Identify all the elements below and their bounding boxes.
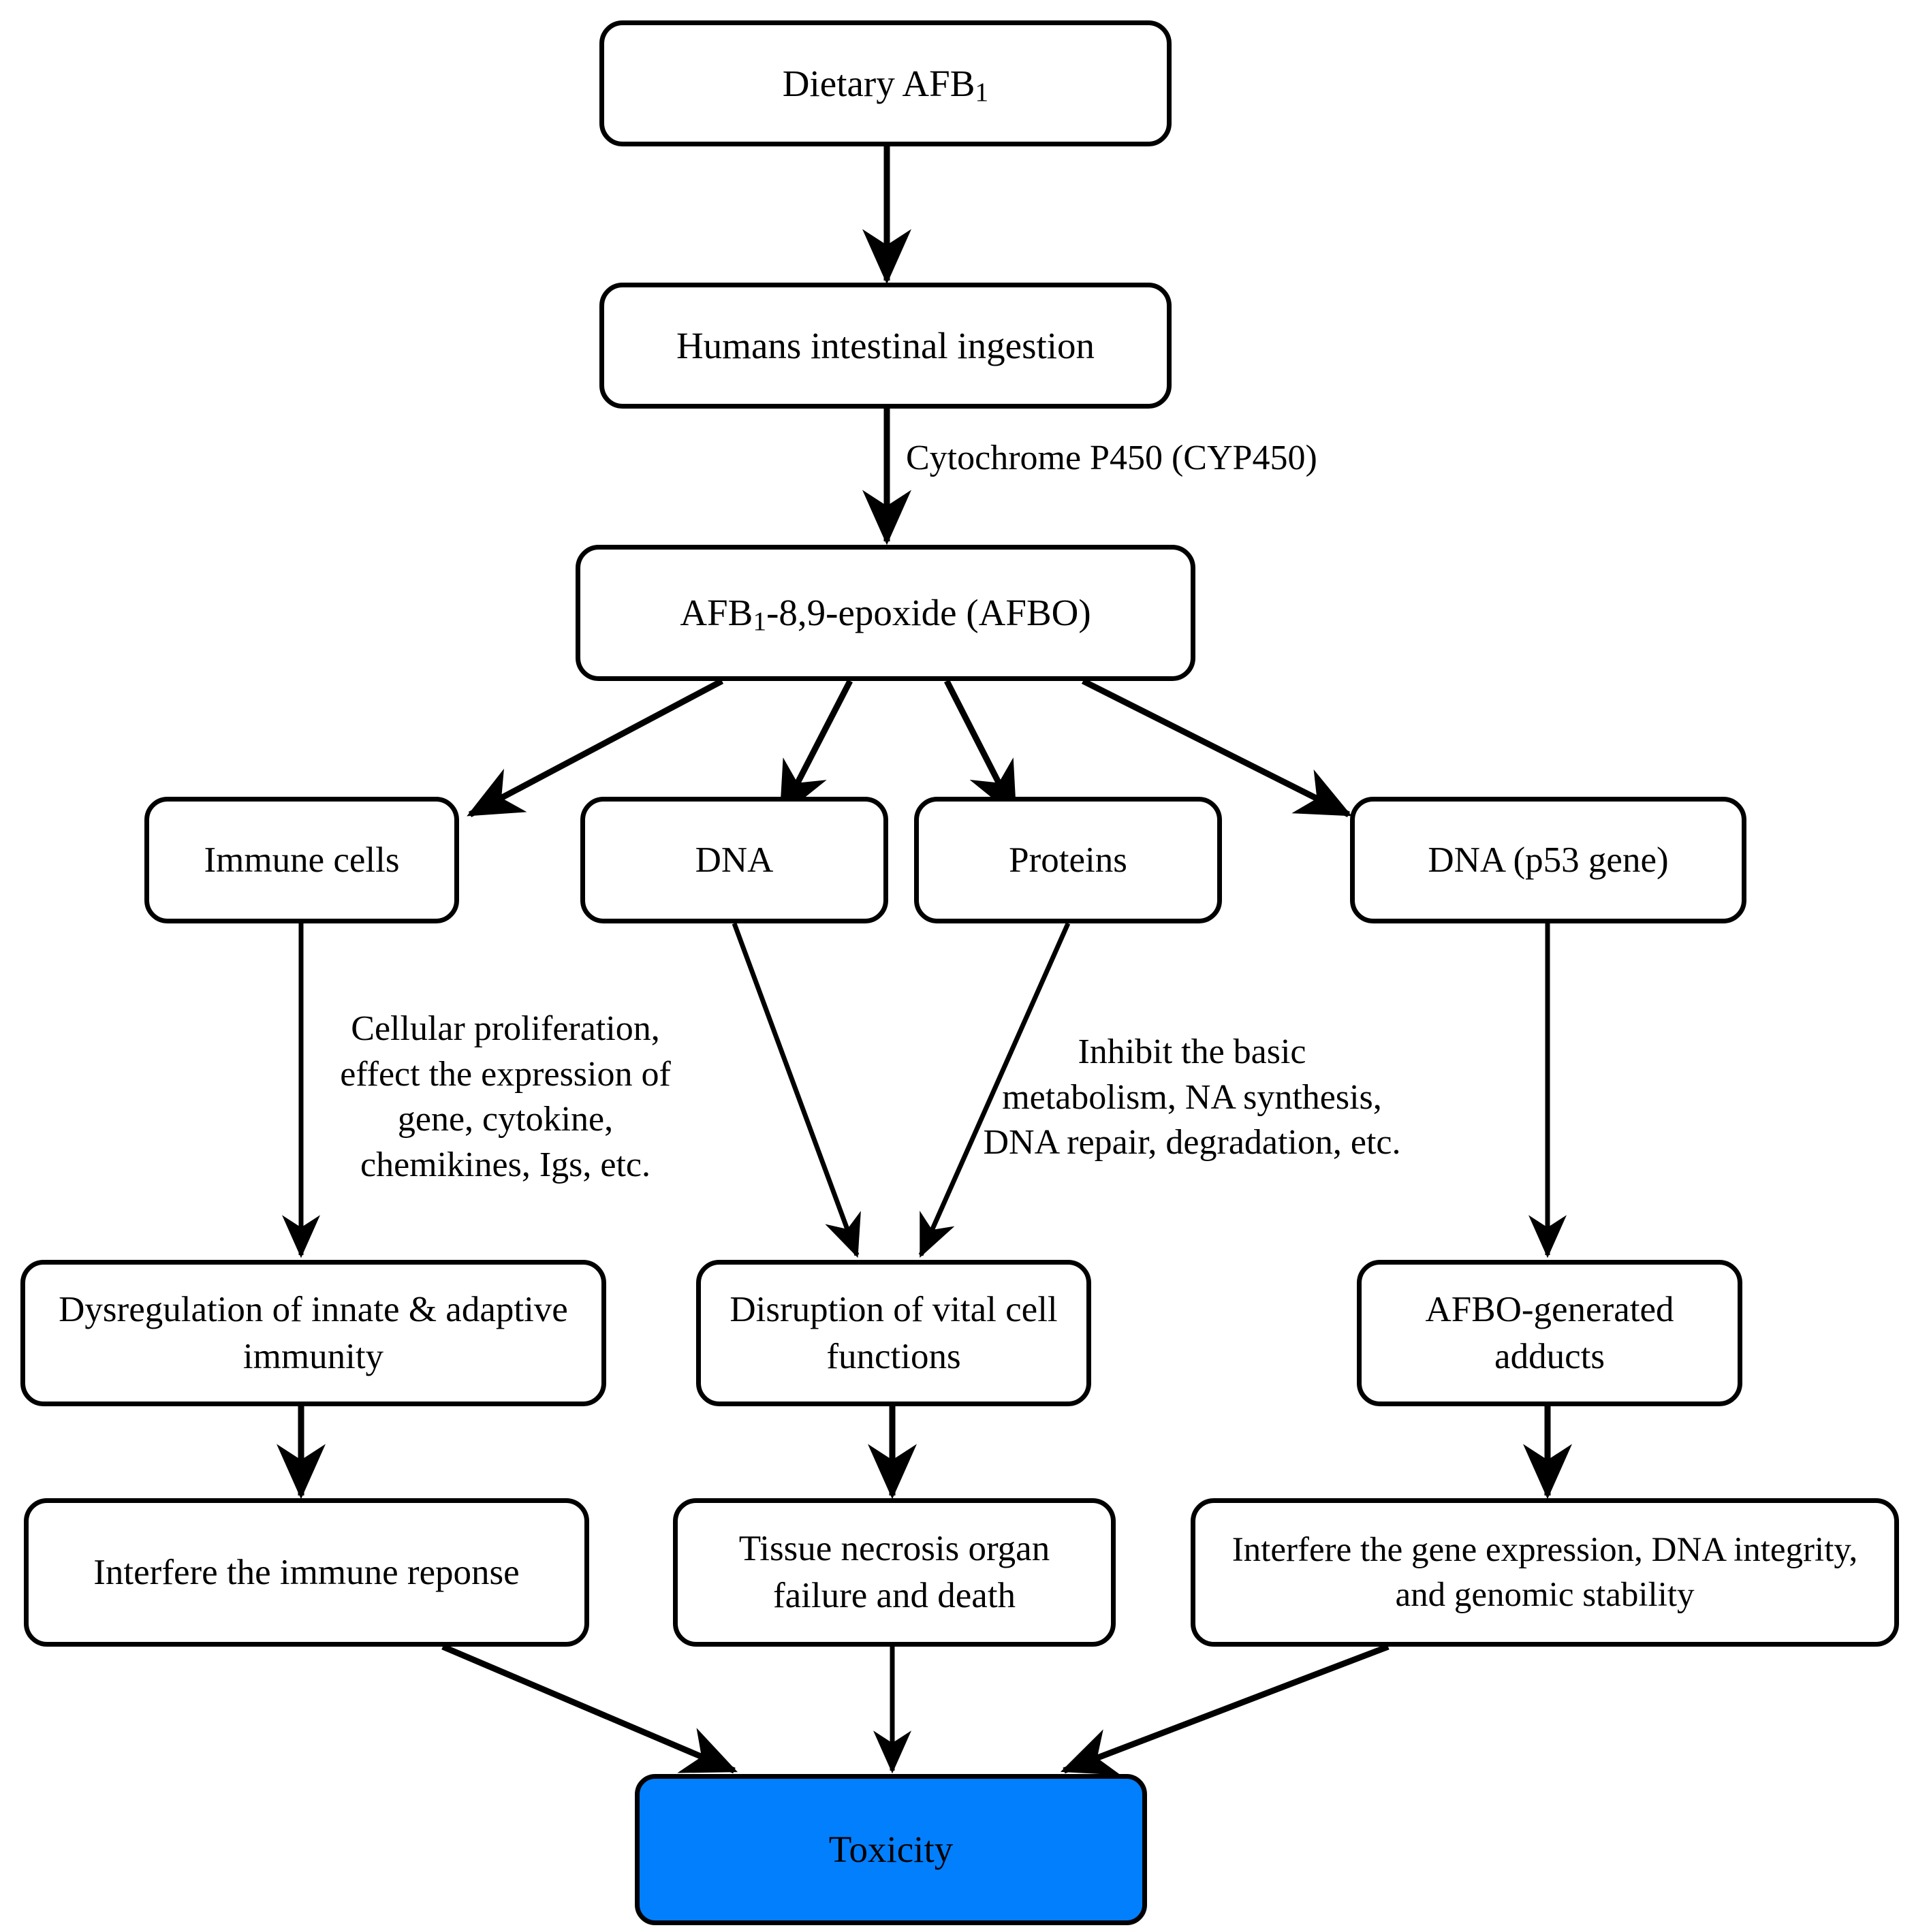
- node-immune-cells[interactable]: Immune cells: [144, 797, 459, 923]
- edge-afbo-to-dnap53: [1081, 678, 1352, 818]
- node-humans-intestinal-ingestion[interactable]: Humans intestinal ingestion: [599, 283, 1172, 409]
- node-immune-cells-label: Immune cells: [204, 840, 400, 880]
- node-disruption-cell-functions-label: Disruption of vital cell functions: [729, 1289, 1058, 1376]
- node-afbo-generated-adducts-label: AFBO-generated adducts: [1425, 1289, 1674, 1376]
- edge-interfere-immune-to-toxicity: [441, 1643, 738, 1774]
- node-tissue-necrosis-label: Tissue necrosis organ failure and death: [738, 1529, 1050, 1615]
- node-dna-p53-gene-label: DNA (p53 gene): [1428, 840, 1669, 880]
- node-afbo-generated-adducts[interactable]: AFBO-generated adducts: [1357, 1260, 1742, 1406]
- node-dna[interactable]: DNA: [580, 797, 888, 923]
- node-dna-p53-gene[interactable]: DNA (p53 gene): [1350, 797, 1746, 923]
- node-dna-label: DNA: [695, 840, 774, 880]
- node-proteins-label: Proteins: [1009, 840, 1127, 880]
- edge-dna-to-disruption: [732, 922, 861, 1258]
- node-disruption-cell-functions[interactable]: Disruption of vital cell functions: [696, 1260, 1091, 1406]
- node-toxicity-label: Toxicity: [828, 1828, 954, 1871]
- node-tissue-necrosis[interactable]: Tissue necrosis organ failure and death: [673, 1498, 1116, 1647]
- node-dysregulation-immunity[interactable]: Dysregulation of innate & adaptive immun…: [20, 1260, 606, 1406]
- node-interfere-immune-response[interactable]: Interfere the immune reponse: [24, 1498, 589, 1647]
- node-toxicity[interactable]: Toxicity: [635, 1774, 1147, 1925]
- node-afbo[interactable]: AFB1-8,9-epoxide (AFBO): [576, 545, 1195, 681]
- node-humans-intestinal-ingestion-label: Humans intestinal ingestion: [676, 324, 1095, 366]
- node-afbo-label: AFB1-8,9-epoxide (AFBO): [680, 592, 1091, 637]
- edge-label-cyp450: Cytochrome P450 (CYP450): [906, 439, 1317, 477]
- node-interfere-gene-expression-label: Interfere the gene expression, DNA integ…: [1231, 1530, 1858, 1614]
- node-proteins[interactable]: Proteins: [914, 797, 1222, 923]
- edge-afbo-to-immune: [467, 678, 724, 817]
- edge-label-immune-effects: Cellular proliferation, effect the expre…: [340, 1009, 671, 1184]
- edge-interfere-gene-to-toxicity: [1060, 1643, 1390, 1775]
- node-dietary-afb1-label: Dietary AFB1: [782, 62, 989, 107]
- node-dietary-afb1[interactable]: Dietary AFB1: [599, 20, 1172, 146]
- node-dysregulation-immunity-label: Dysregulation of innate & adaptive immun…: [59, 1289, 568, 1376]
- node-interfere-gene-expression[interactable]: Interfere the gene expression, DNA integ…: [1191, 1498, 1899, 1647]
- edge-afbo-to-dna: [778, 679, 853, 818]
- edge-label-protein-effects: Inhibit the basic metabolism, NA synthes…: [983, 1032, 1401, 1162]
- node-interfere-immune-response-label: Interfere the immune reponse: [93, 1552, 520, 1592]
- edge-afbo-to-proteins: [943, 679, 1018, 818]
